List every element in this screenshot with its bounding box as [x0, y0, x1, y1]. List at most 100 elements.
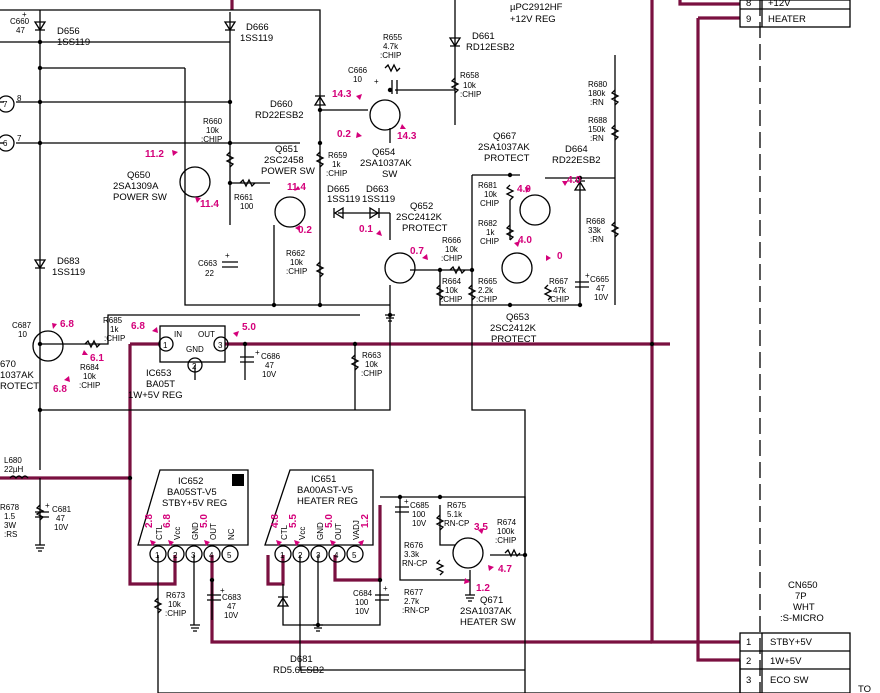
ic653-out: OUT [198, 330, 215, 339]
ic-pin-num: 2 [173, 551, 178, 560]
r666-ref: R666 [442, 236, 462, 245]
svg-text:+: + [22, 10, 27, 19]
r674-type: :CHIP [495, 536, 516, 545]
d656-ref: D656 [57, 26, 80, 37]
v-q671-b: 4.7 [498, 564, 512, 575]
reg-desc: +12V REG [510, 14, 556, 25]
v-q670-e: 6.8 [60, 319, 74, 330]
d683-symbol [33, 259, 47, 270]
r668-val: 33k [588, 226, 602, 235]
cap-polarity-marks: + + + + + + + + + [22, 10, 590, 595]
cn-pin-num: 3 [746, 675, 751, 686]
ic653-pin-num: 2 [192, 362, 197, 371]
r664-val: 10k [445, 286, 459, 295]
r684-val: 10k [83, 372, 97, 381]
r663-ref: R663 [362, 351, 382, 360]
q653-val: 2SC2412K [490, 323, 537, 334]
c660-val: 47 [16, 26, 25, 35]
r667-ref: R667 [549, 277, 569, 286]
d661-ref: D661 [472, 31, 495, 42]
r668-ref: R668 [586, 217, 606, 226]
capacitors [35, 80, 589, 601]
r682-type: CHIP [480, 237, 499, 246]
r658-type: :CHIP [460, 90, 481, 99]
c685-val: 100 [412, 510, 426, 519]
r685-val: 1k [110, 325, 119, 334]
r684-ref: R684 [80, 363, 100, 372]
ic652-ref: IC652 [178, 476, 203, 487]
svg-text:+: + [220, 586, 225, 595]
cn650-type: :S-MICRO [780, 613, 824, 624]
v-q670-b: 6.1 [90, 353, 104, 364]
left-node-7 [0, 95, 15, 113]
v-ic652-pin4: 5.0 [199, 514, 210, 528]
ic-pin-num: 3 [316, 551, 321, 560]
left-node-labels: 7 6 8 7 [3, 94, 22, 148]
ic-pin-names: CTL Vcc GND OUT NC CTL Vcc GND OUT VADJ [155, 520, 361, 540]
r674-val: 100k [497, 527, 515, 536]
q670-func: ROTECT [0, 381, 39, 392]
d660-symbol [313, 95, 327, 106]
r680-type: :RN [590, 98, 604, 107]
q653-symbol [501, 252, 533, 284]
svg-text:+: + [585, 271, 590, 280]
c687-val: 10 [18, 330, 27, 339]
ic651-pin-name: CTL [280, 524, 289, 540]
v-ic651-pin5: 1.2 [360, 514, 371, 528]
r680-val: 180k [588, 89, 606, 98]
v-ic652-pin2: 6.8 [162, 514, 173, 528]
v-q670-c: 6.8 [53, 384, 67, 395]
cn650-pins: 7P [795, 591, 807, 602]
r675-ref: R675 [447, 501, 467, 510]
q671-val: 2SA1037AK [460, 606, 512, 617]
cn-top-pin-num: 8 [746, 0, 751, 9]
r655-ref: R655 [383, 33, 403, 42]
ic-pin-num: 4 [334, 551, 339, 560]
c663-ref: C663 [198, 259, 218, 268]
ic651-pin-name: GND [316, 522, 325, 540]
v-q667-b: 4.0 [567, 175, 581, 186]
c681-volt: 10V [54, 523, 69, 532]
ic652-val: BA05ST-V5 [167, 487, 217, 498]
ic652-pin-name: NC [227, 528, 236, 540]
r673-type: :CHIP [165, 609, 186, 618]
d666-ref: D666 [246, 22, 269, 33]
v-q652-b: 0.1 [359, 224, 373, 235]
d663-symbol [369, 206, 380, 220]
d656-val: 1SS119 [57, 37, 90, 48]
r688-ref: R688 [588, 116, 608, 125]
r666-type: :CHIP [441, 254, 462, 263]
c683-volt: 10V [224, 611, 239, 620]
r660-val: 10k [206, 126, 220, 135]
ic653-body [159, 325, 226, 363]
r678-val: 1.5 [4, 512, 16, 521]
r681-ref: R681 [478, 181, 498, 190]
ic651-func: HEATER REG [297, 496, 358, 507]
ic653-val: BA05T [146, 379, 175, 390]
v-q650-b: 11.2 [145, 149, 164, 160]
cn650-to: TO [858, 684, 871, 693]
q653-func: PROTECT [491, 334, 537, 345]
ic653-in: IN [174, 330, 182, 339]
c684-volt: 10V [355, 607, 370, 616]
d681-ref: D681 [290, 654, 313, 665]
q670-symbol [32, 330, 64, 362]
r665-ref: R665 [478, 277, 498, 286]
ic652-func: STBY+5V REG [162, 498, 227, 509]
c685-ref: C685 [410, 501, 430, 510]
v-q650-c: 11.4 [200, 199, 219, 210]
cn650-ref: CN650 [788, 580, 818, 591]
r662-type: :CHIP [286, 267, 307, 276]
r677-val: 2.7k [404, 597, 420, 606]
c686-volt: 10V [262, 370, 277, 379]
ic653-ref: IC653 [146, 368, 171, 379]
cn-pin-label: ECO SW [770, 675, 809, 686]
ic652-pin-name: Vcc [173, 527, 182, 540]
voltage-labels: 14.3 0.2 14.3 11.2 11.4 11.4 0.2 4.0 4.0… [52, 89, 581, 594]
cn-top-pin-num: 9 [746, 14, 751, 25]
highlight-paths [0, 0, 740, 662]
v-q654-b: 0.2 [337, 129, 351, 140]
ic652-body [137, 469, 249, 546]
v-ic652-pin1: 2.8 [144, 514, 155, 528]
